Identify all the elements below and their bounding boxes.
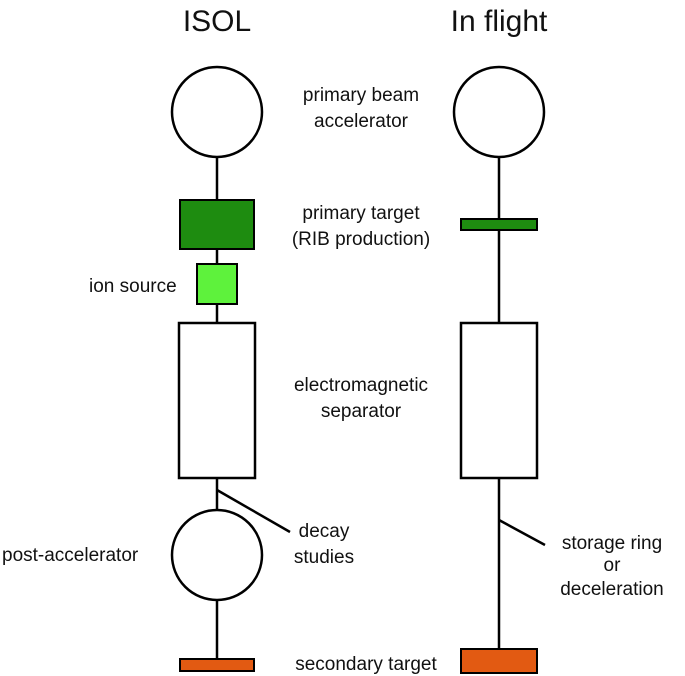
isol-secondary-target — [179, 658, 255, 672]
primary-target-label-line2: (RIB production) — [292, 229, 430, 250]
primary-target-label-line1: primary target — [302, 203, 420, 224]
isol-primary-accelerator — [170, 65, 264, 159]
primary-target-label: primary target (RIB production) — [292, 203, 430, 250]
primary-beam-label-line1: primary beam — [303, 85, 419, 106]
separator-label: electromagnetic separator — [294, 375, 428, 422]
isol-ion-source — [196, 263, 238, 305]
isol-beamline — [215, 147, 291, 659]
decay-label-line2: studies — [294, 547, 354, 568]
inflight-separator — [459, 321, 539, 480]
separator-label-line2: separator — [321, 401, 402, 422]
isol-decay-branch-line — [216, 488, 291, 534]
inflight-primary-target — [460, 218, 538, 231]
primary-beam-label: primary beam accelerator — [303, 85, 419, 132]
primary-beam-label-line2: accelerator — [314, 111, 409, 132]
storage-ring-label: storage ring or deceleration — [560, 533, 664, 600]
isol-primary-target — [179, 199, 255, 250]
isol-column-title: ISOL — [183, 5, 251, 38]
inflight-beamline — [497, 147, 546, 649]
storage-label-line3: deceleration — [560, 579, 664, 600]
inflight-storage-branch-line — [498, 518, 546, 547]
isol-separator — [177, 321, 257, 480]
decay-studies-label: decay studies — [294, 521, 354, 568]
inflight-column-title: In flight — [451, 5, 548, 38]
inflight-primary-accelerator — [452, 65, 546, 159]
secondary-target-label: secondary target — [295, 654, 437, 675]
inflight-secondary-target — [460, 648, 538, 674]
storage-label-line2: or — [604, 555, 622, 576]
ion-source-label: ion source — [89, 276, 177, 297]
storage-label-line1: storage ring — [562, 533, 662, 554]
separator-label-line1: electromagnetic — [294, 375, 428, 396]
decay-label-line1: decay — [299, 521, 350, 542]
isol-post-accelerator — [170, 508, 264, 602]
post-accelerator-label: post-accelerator — [2, 545, 139, 566]
